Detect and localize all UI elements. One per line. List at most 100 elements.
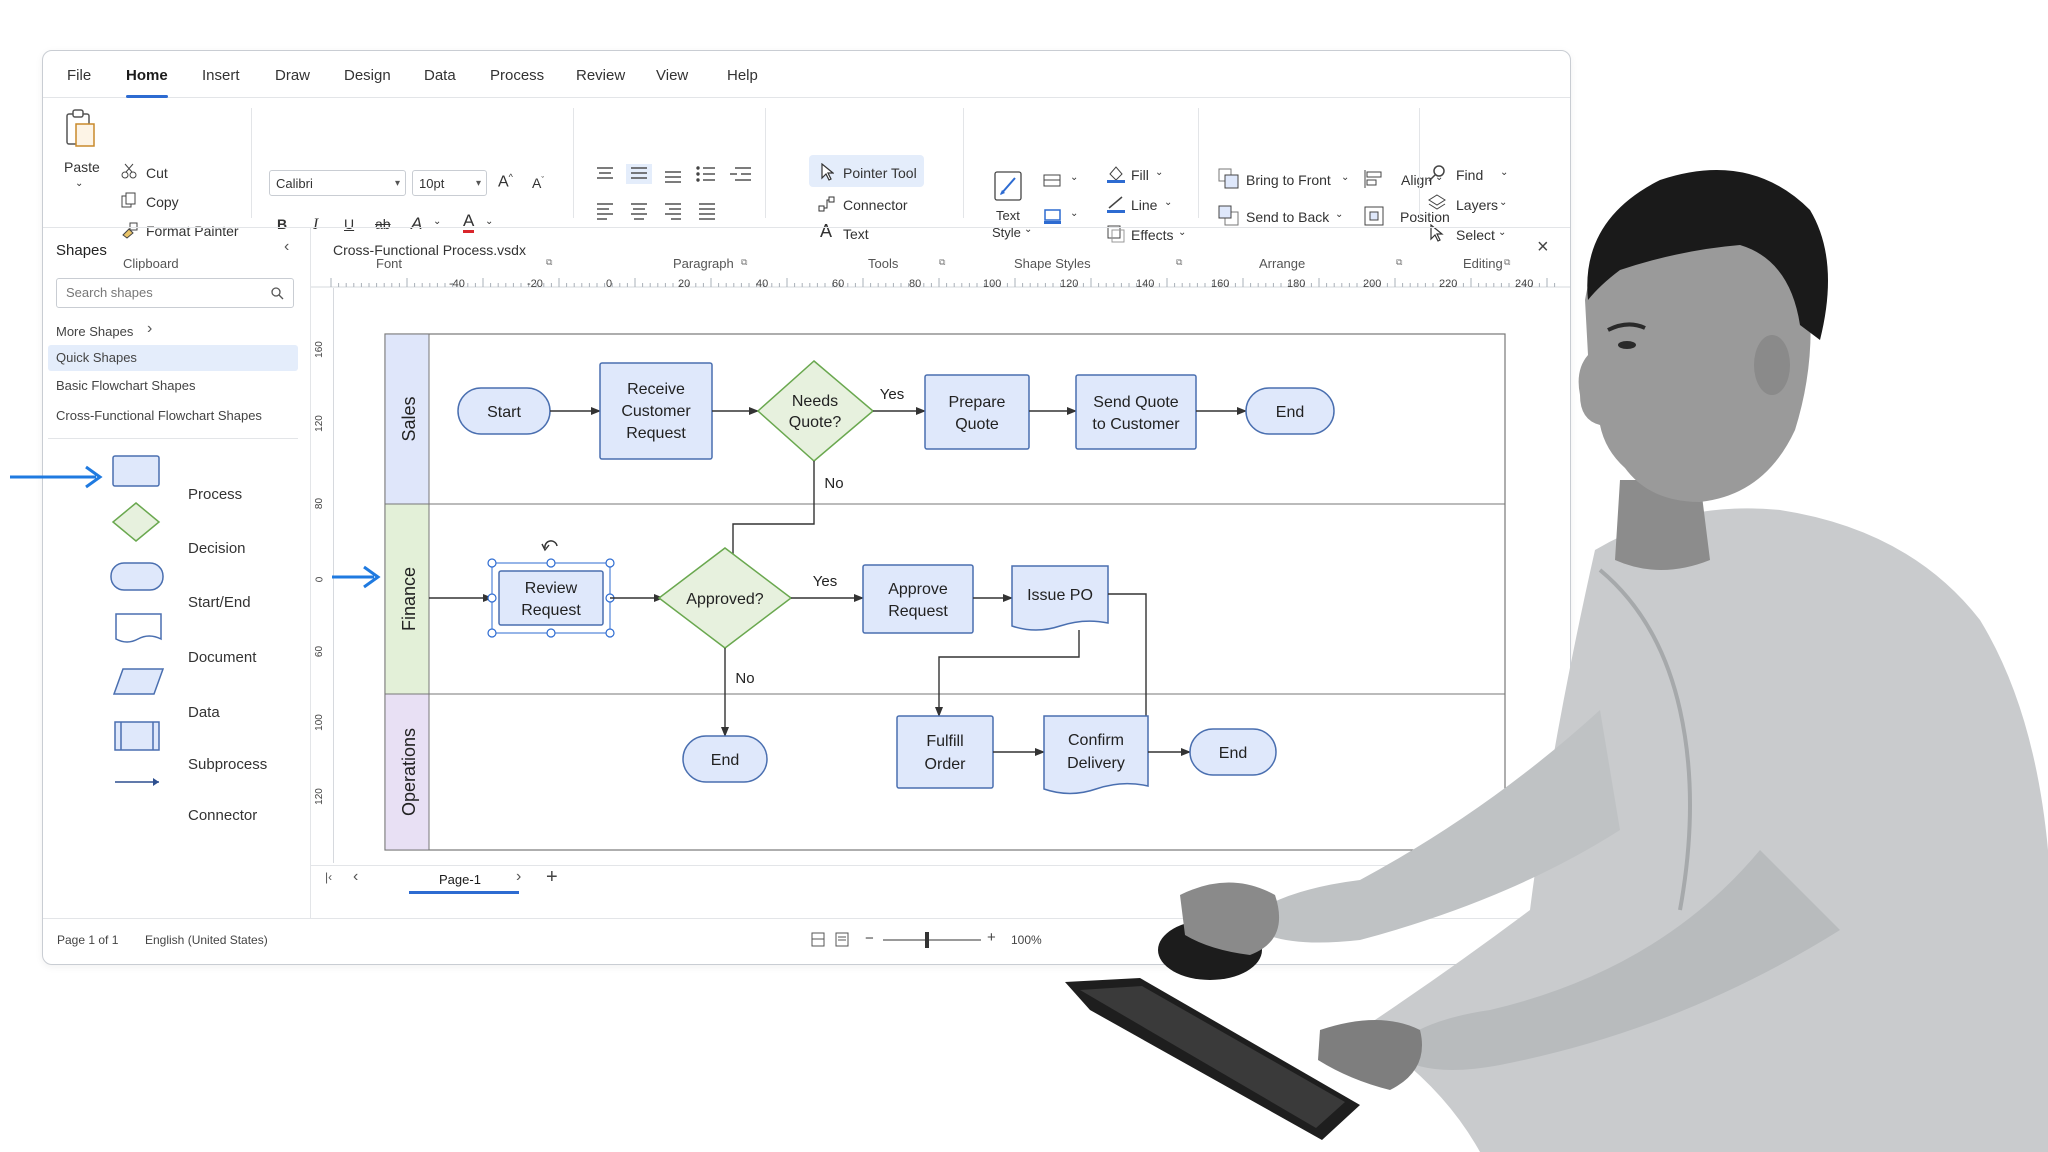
select-chevron-icon[interactable]: ⌄	[1498, 227, 1507, 238]
prepare-quote-node[interactable]	[924, 374, 1030, 450]
start-end-shape-icon[interactable]	[110, 562, 164, 591]
paste-button[interactable]: Paste	[64, 159, 100, 175]
next-page-icon[interactable]: ›	[516, 868, 522, 885]
bring-front-chevron-icon[interactable]: ⌄	[1341, 172, 1350, 183]
copy-button[interactable]: Copy	[146, 194, 179, 210]
process-shape-icon[interactable]	[112, 455, 160, 487]
tab-review[interactable]: Review	[576, 67, 626, 84]
layers-button[interactable]: Layers	[1456, 197, 1499, 213]
layers-icon[interactable]	[1427, 193, 1447, 213]
pointer-tool-button[interactable]: Pointer Tool	[843, 165, 917, 181]
tab-insert[interactable]: Insert	[202, 67, 240, 84]
shrink-font-icon[interactable]: Aˇ	[532, 175, 545, 191]
find-icon[interactable]	[1427, 163, 1447, 183]
tab-draw[interactable]: Draw	[275, 67, 311, 84]
lane-header-finance[interactable]	[384, 503, 430, 695]
selection-handles[interactable]	[487, 558, 615, 638]
tab-data[interactable]: Data	[424, 67, 456, 84]
more-shapes-link[interactable]: More Shapes	[56, 324, 134, 339]
select-icon[interactable]	[1429, 224, 1445, 244]
quick-style-icon[interactable]	[1043, 208, 1063, 226]
find-button[interactable]: Find	[1456, 167, 1484, 183]
zoom-slider-thumb[interactable]	[925, 932, 929, 948]
flow-arrow[interactable]	[729, 461, 815, 571]
text-style-chevron-icon[interactable]: ⌄	[1024, 224, 1033, 235]
category-cross-functional[interactable]: Cross-Functional Flowchart Shapes	[56, 408, 262, 423]
approve-request-node[interactable]	[862, 564, 974, 634]
prev-page-icon[interactable]: ‹	[353, 868, 359, 885]
shape-label-decision[interactable]: Decision	[188, 540, 246, 557]
text-tool-icon[interactable]: A	[820, 221, 833, 241]
send-back-chevron-icon[interactable]: ⌄	[1335, 209, 1344, 220]
bring-to-front-button[interactable]: Bring to Front	[1246, 172, 1331, 188]
line-icon[interactable]	[1106, 194, 1126, 214]
cut-icon[interactable]	[121, 163, 137, 179]
tools-launcher-icon[interactable]: ⧉	[939, 257, 946, 267]
align-icon[interactable]	[1363, 168, 1385, 190]
text-highlight-icon[interactable]: A	[411, 214, 423, 233]
zoom-level[interactable]: 100%	[1011, 933, 1042, 947]
flow-arrow[interactable]	[935, 630, 1080, 717]
highlight-chevron-icon[interactable]: ⌄	[433, 216, 442, 227]
lane-header-operations[interactable]	[384, 693, 430, 851]
arrange-launcher-icon[interactable]: ⧉	[1396, 257, 1403, 267]
shape-label-document[interactable]: Document	[188, 649, 257, 666]
line-button[interactable]: Line	[1131, 197, 1158, 213]
page-tab[interactable]: Page-1	[439, 872, 481, 887]
subprocess-shape-icon[interactable]	[114, 721, 160, 751]
position-button[interactable]: Position	[1400, 209, 1450, 225]
confirm-delivery-document[interactable]	[1043, 715, 1149, 795]
end-node-finance[interactable]	[682, 735, 768, 783]
font-color-chevron-icon[interactable]: ⌄	[485, 216, 494, 227]
shape-label-data[interactable]: Data	[188, 704, 220, 721]
zoom-slider[interactable]	[883, 939, 981, 941]
text-tool-button[interactable]: Text	[843, 226, 869, 242]
zoom-in-icon[interactable]: +	[987, 929, 996, 946]
search-shapes-input[interactable]: Search shapes	[56, 278, 294, 308]
select-button[interactable]: Select	[1456, 227, 1495, 243]
paste-icon[interactable]	[63, 108, 97, 150]
issue-po-document[interactable]	[1011, 565, 1109, 631]
data-shape-icon[interactable]	[112, 668, 165, 695]
document-shape-icon[interactable]	[115, 613, 162, 643]
paragraph-tools[interactable]	[589, 164, 779, 264]
tab-view[interactable]: View	[656, 67, 689, 84]
find-chevron-icon[interactable]: ⌄	[1500, 167, 1509, 178]
editing-launcher-icon[interactable]: ⧉	[1504, 257, 1511, 267]
send-to-back-button[interactable]: Send to Back	[1246, 209, 1330, 225]
cut-button[interactable]: Cut	[146, 165, 168, 181]
fill-icon[interactable]	[1106, 164, 1126, 184]
grow-font-icon[interactable]: A^	[498, 172, 513, 191]
tab-home[interactable]: Home	[126, 67, 168, 98]
font-size-dropdown[interactable]: 10pt▾	[412, 170, 487, 196]
effects-chevron-icon[interactable]: ⌄	[1178, 227, 1187, 238]
review-request-node[interactable]	[498, 570, 604, 626]
shape-label-connector[interactable]: Connector	[188, 807, 258, 824]
paste-chevron-icon[interactable]: ⌄	[75, 178, 84, 189]
add-page-icon[interactable]: +	[546, 866, 558, 888]
quick-style-chevron-icon[interactable]: ⌄	[1070, 208, 1079, 219]
shape-style-icon[interactable]	[1043, 173, 1063, 189]
underline-icon[interactable]: U	[344, 216, 355, 232]
fulfill-order-node[interactable]	[896, 715, 994, 789]
view-mode-icons[interactable]	[811, 931, 851, 949]
first-page-icon[interactable]: |‹	[325, 870, 333, 884]
shape-label-subprocess[interactable]: Subprocess	[188, 756, 268, 773]
tab-process[interactable]: Process	[490, 67, 545, 84]
tab-file[interactable]: File	[67, 67, 92, 84]
send-to-back-icon[interactable]	[1218, 205, 1240, 227]
font-color-icon[interactable]: A	[463, 212, 475, 233]
format-painter-icon[interactable]	[121, 221, 139, 239]
text-style-label-1[interactable]: Text	[996, 208, 1020, 223]
copy-icon[interactable]	[121, 192, 137, 208]
category-basic-flowchart[interactable]: Basic Flowchart Shapes	[56, 378, 196, 393]
close-document-icon[interactable]: ×	[1537, 236, 1549, 258]
line-chevron-icon[interactable]: ⌄	[1164, 197, 1173, 208]
bold-icon[interactable]: B	[277, 216, 288, 232]
rotate-handle-icon[interactable]	[544, 540, 558, 549]
connector-button[interactable]: Connector	[843, 197, 908, 213]
end-node-operations[interactable]	[1189, 728, 1277, 776]
font-launcher-icon[interactable]: ⧉	[546, 257, 553, 267]
decision-shape-icon[interactable]	[111, 502, 161, 542]
italic-icon[interactable]: I	[313, 216, 319, 233]
